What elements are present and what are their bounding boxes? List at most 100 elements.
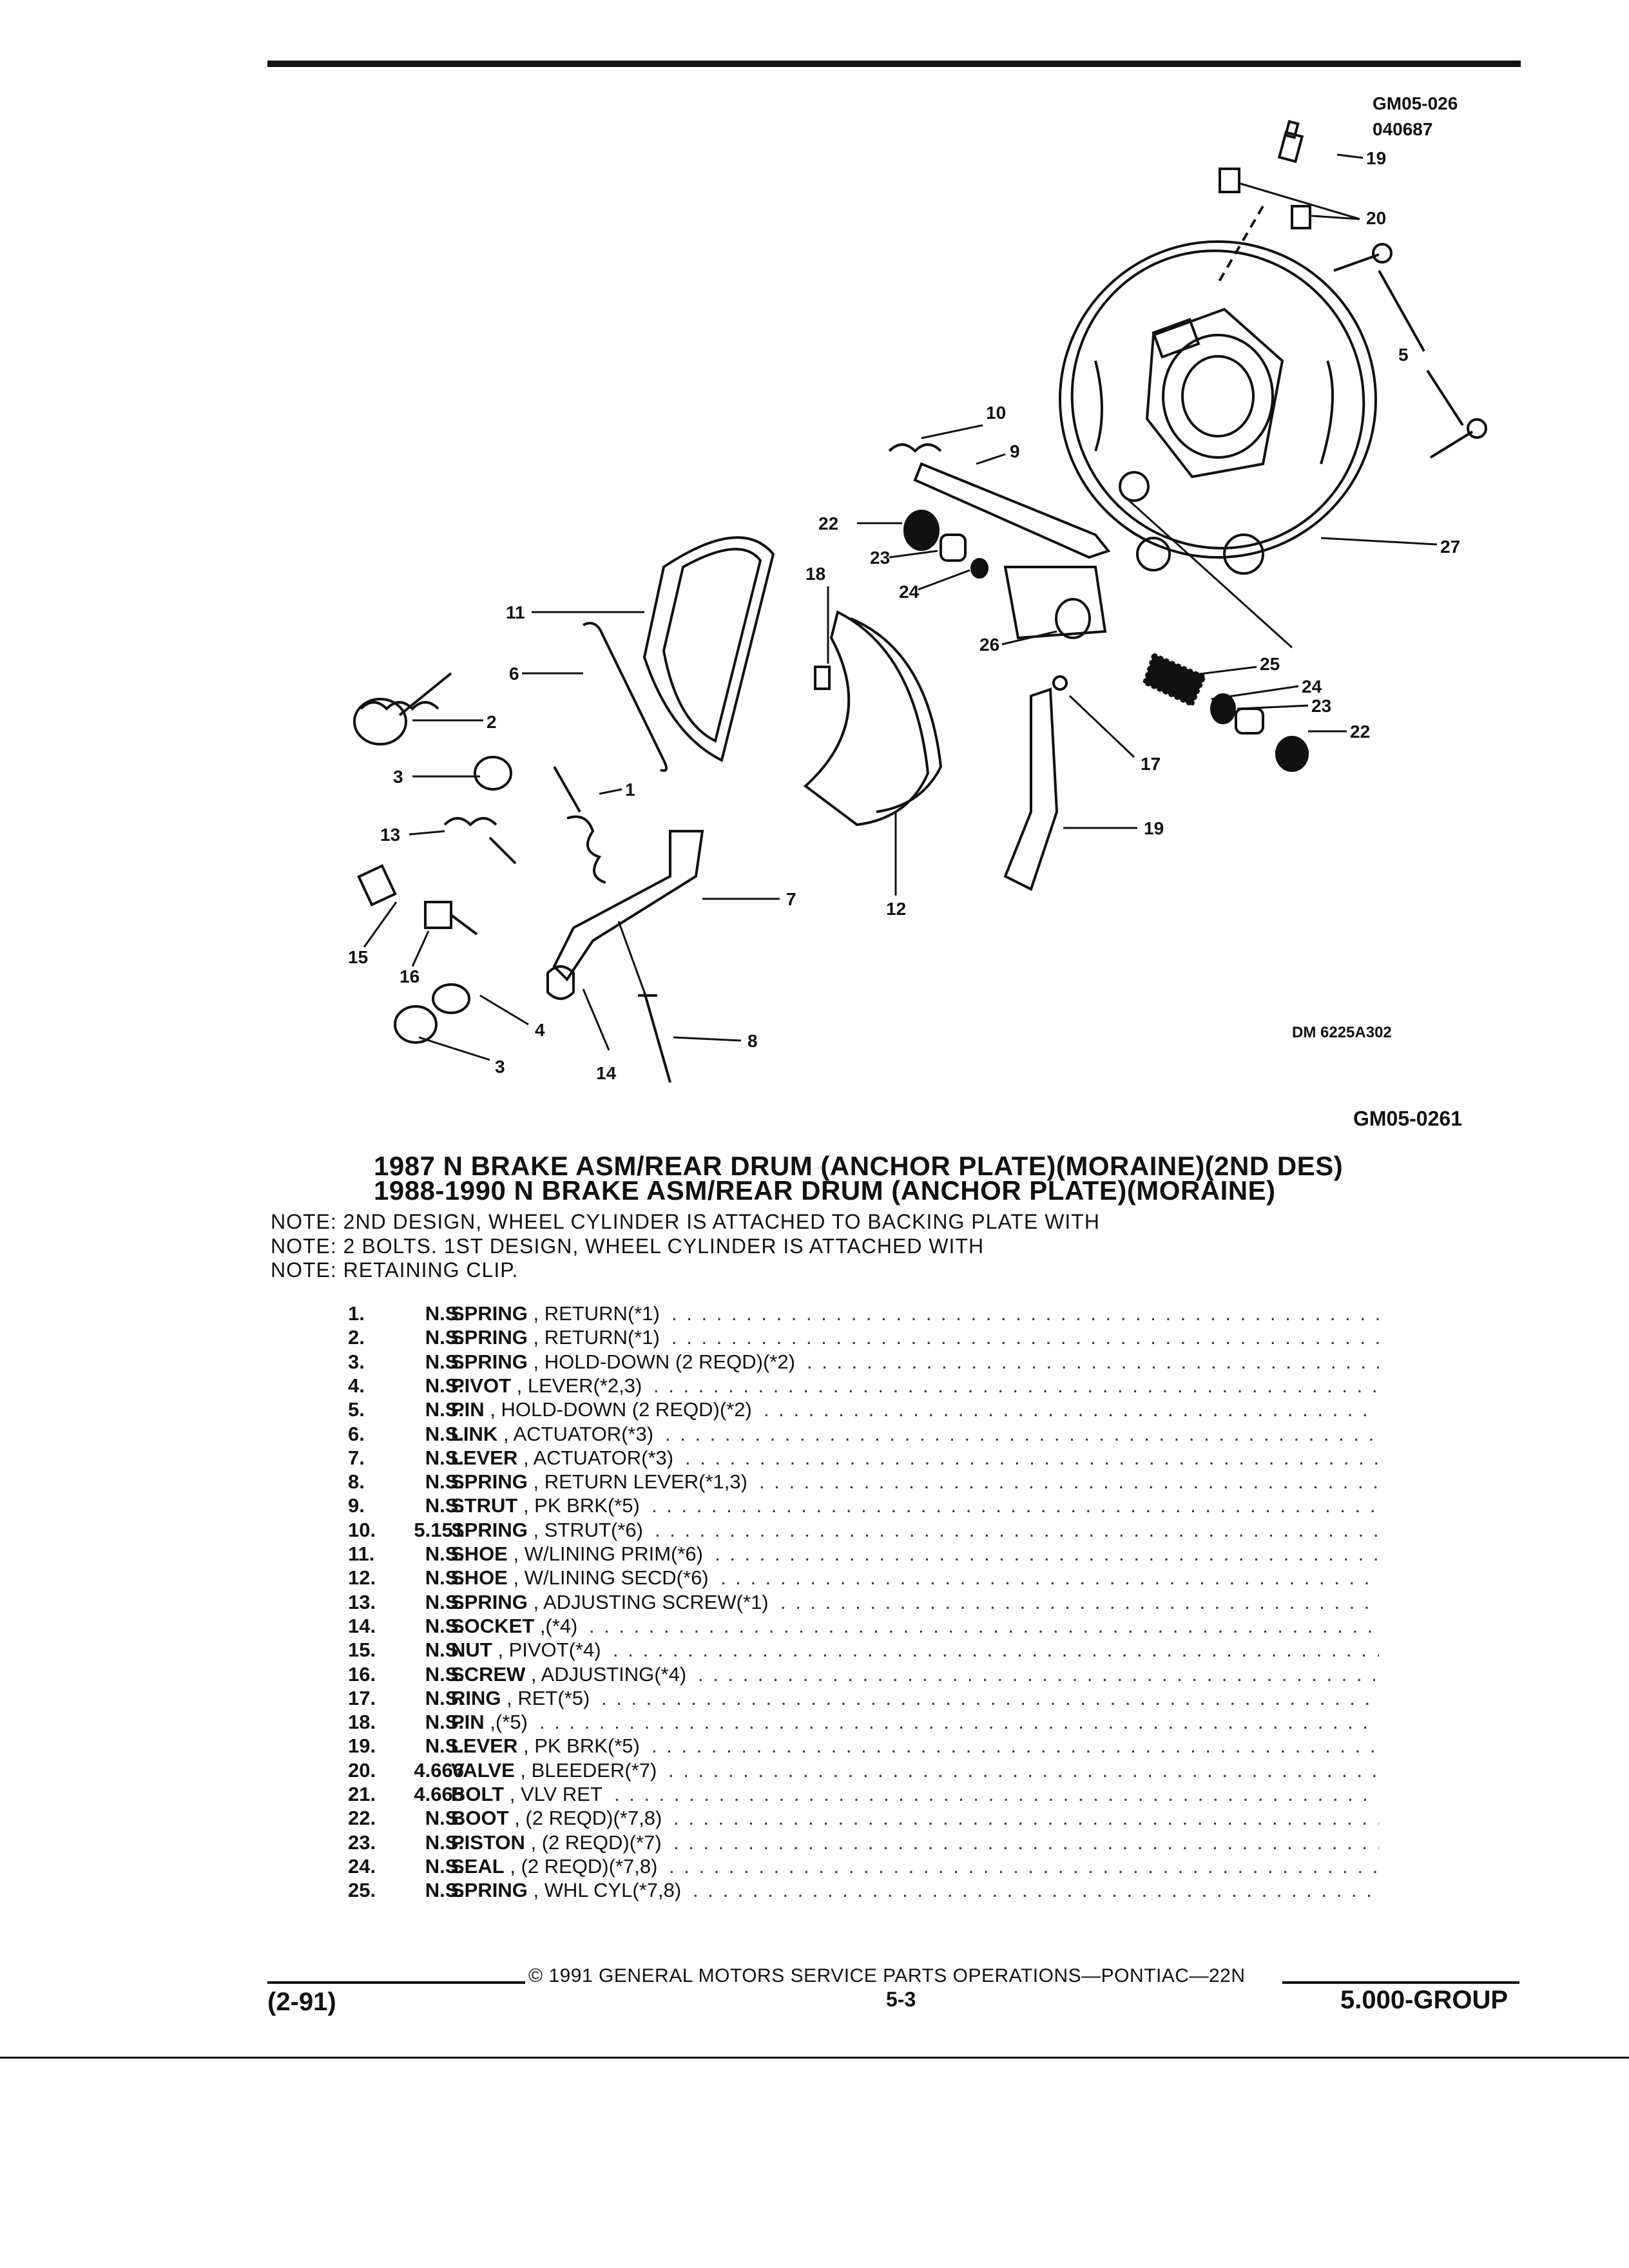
- part-description: , (2 REQD)(*7): [530, 1831, 662, 1854]
- part-code: N.S.: [425, 1686, 464, 1709]
- top-rule: [267, 61, 1521, 67]
- part-name-main: SPRING: [451, 1518, 528, 1541]
- dot-leader: . . . . . . . . . . . . . . . . . . . . …: [693, 1879, 1379, 1902]
- dot-leader: . . . . . . . . . . . . . . . . . . . . …: [655, 1518, 1379, 1541]
- callout-26: 26: [979, 635, 999, 655]
- part-name: PIN , HOLD-DOWN (2 REQD)(*2): [451, 1398, 752, 1421]
- callout-16: 16: [400, 966, 419, 986]
- parts-row: 12.N.S.SHOE , W/LINING SECD(*6). . . . .…: [0, 1566, 1629, 1590]
- part-name-main: RING: [451, 1686, 501, 1709]
- part-number: 25.: [348, 1879, 376, 1902]
- part-description: , RETURN(*1): [533, 1326, 660, 1349]
- adjusting-spring-part: [443, 817, 517, 865]
- dot-leader: . . . . . . . . . . . . . . . . . . . . …: [669, 1854, 1379, 1878]
- dot-leader: . . . . . . . . . . . . . . . . . . . . …: [698, 1662, 1379, 1686]
- parts-row: 24.N.S.SEAL , (2 REQD)(*7,8). . . . . . …: [0, 1854, 1629, 1878]
- hold-down-spring-part: [474, 756, 512, 791]
- dot-leader: . . . . . . . . . . . . . . . . . . . . …: [673, 1807, 1379, 1830]
- part-number: 24.: [348, 1854, 376, 1878]
- part-name-main: SHOE: [451, 1542, 508, 1565]
- part-description: , W/LINING PRIM(*6): [513, 1542, 703, 1565]
- part-name-main: LEVER: [451, 1446, 518, 1469]
- callout-23-left: 23: [870, 548, 890, 568]
- part-description: , RETURN LEVER(*1,3): [533, 1470, 747, 1494]
- backing-plate-part: [1059, 240, 1377, 575]
- part-name: BOOT , (2 REQD)(*7,8): [451, 1806, 662, 1830]
- note-line-3: NOTE: RETAINING CLIP.: [271, 1258, 519, 1282]
- pivot-nut-part: [357, 864, 397, 907]
- part-name: STRUT , PK BRK(*5): [451, 1494, 640, 1517]
- part-number: 6.: [348, 1422, 365, 1445]
- part-name: PIVOT , LEVER(*2,3): [451, 1374, 642, 1398]
- dot-leader: . . . . . . . . . . . . . . . . . . . . …: [671, 1302, 1379, 1325]
- part-number: 4.: [348, 1374, 365, 1397]
- part-description: , PIVOT(*4): [497, 1639, 601, 1662]
- part-description: , STRUT(*6): [533, 1518, 643, 1541]
- drawing-id: DM 6225A302: [1292, 1024, 1392, 1041]
- callout-24-right: 24: [1302, 677, 1322, 697]
- dot-leader: . . . . . . . . . . . . . . . . . . . . …: [614, 1783, 1379, 1805]
- part-code: N.S.: [425, 1470, 464, 1494]
- part-code: N.S.: [425, 1590, 464, 1613]
- part-name-main: VALVE: [451, 1758, 515, 1782]
- dot-leader: . . . . . . . . . . . . . . . . . . . . …: [651, 1494, 1379, 1517]
- part-name-main: LINK: [451, 1422, 498, 1445]
- footer-rule-right: [1282, 1981, 1519, 1984]
- return-spring-part: [360, 672, 452, 716]
- callout-22-right: 22: [1350, 722, 1370, 742]
- parts-row: 23.N.S.PISTON , (2 REQD)(*7). . . . . . …: [0, 1831, 1629, 1854]
- part-name-main: PIVOT: [451, 1374, 512, 1397]
- callout-18: 18: [805, 564, 825, 584]
- part-code: N.S.: [425, 1494, 464, 1517]
- part-number: 15.: [348, 1639, 376, 1662]
- part-code: N.S.: [425, 1326, 464, 1349]
- part-name-main: SOCKET: [451, 1614, 535, 1637]
- page-title-1: 1987 N BRAKE ASM/REAR DRUM (ANCHOR PLATE…: [374, 1151, 1344, 1181]
- parts-row: 19.N.S.LEVER , PK BRK(*5). . . . . . . .…: [0, 1734, 1629, 1758]
- part-number: 16.: [348, 1662, 376, 1686]
- part-name: SPRING , WHL CYL(*7,8): [451, 1878, 681, 1902]
- strut-part: [888, 443, 1111, 559]
- callout-14: 14: [596, 1063, 617, 1083]
- dot-leader: . . . . . . . . . . . . . . . . . . . . …: [668, 1758, 1379, 1782]
- footer-group: 5.000-GROUP: [1340, 1986, 1509, 2014]
- callout-21: 20: [1366, 208, 1386, 228]
- part-name-main: PIN: [451, 1711, 485, 1734]
- bleeder-valve-part: [1277, 120, 1304, 164]
- parts-row: 18.N.S.PIN ,(*5). . . . . . . . . . . . …: [0, 1710, 1629, 1734]
- part-number: 11.: [348, 1542, 375, 1565]
- part-number: 12.: [348, 1566, 376, 1590]
- part-name-main: NUT: [451, 1639, 492, 1662]
- actuator-lever-part: [552, 830, 704, 982]
- part-description: , ADJUSTING SCREW(*1): [533, 1590, 769, 1613]
- part-name: NUT , PIVOT(*4): [451, 1638, 601, 1662]
- actuator-link-part: [583, 622, 668, 772]
- exploded-brake-diagram: GM05-026 040687 DM 6225A302 19 20 5 10 9…: [348, 93, 1487, 1083]
- part-number: 7.: [348, 1446, 365, 1469]
- part-name-main: SPRING: [451, 1470, 528, 1494]
- dot-leader: . . . . . . . . . . . . . . . . . . . . …: [673, 1831, 1379, 1854]
- parts-row: 11.N.S.SHOE , W/LINING PRIM(*6). . . . .…: [0, 1542, 1629, 1566]
- callout-2: 2: [487, 712, 497, 732]
- part-name-main: STRUT: [451, 1494, 518, 1517]
- parts-row: 8.N.S.SPRING , RETURN LEVER(*1,3). . . .…: [0, 1470, 1629, 1494]
- parts-row: 1.N.S.SPRING , RETURN(*1). . . . . . . .…: [0, 1302, 1629, 1325]
- part-number: 2.: [348, 1326, 365, 1349]
- parts-row: 17.N.S.RING , RET(*5). . . . . . . . . .…: [0, 1686, 1629, 1710]
- part-name-main: BOLT: [451, 1783, 505, 1805]
- part-description: , HOLD-DOWN (2 REQD)(*2): [490, 1398, 752, 1421]
- note-line-2: NOTE: 2 BOLTS. 1ST DESIGN, WHEEL CYLINDE…: [271, 1235, 985, 1258]
- part-name: LEVER , ACTUATOR(*3): [451, 1446, 673, 1470]
- note-line-1: NOTE: 2ND DESIGN, WHEEL CYLINDER IS ATTA…: [271, 1210, 1100, 1233]
- part-code: N.S.: [425, 1662, 464, 1686]
- dot-leader: . . . . . . . . . . . . . . . . . . . . …: [685, 1446, 1379, 1469]
- part-code: N.S.: [425, 1422, 464, 1445]
- callout-24-left: 24: [899, 582, 920, 602]
- part-number: 5.: [348, 1398, 365, 1421]
- copyright-line: © 1991 GENERAL MOTORS SERVICE PARTS OPER…: [528, 1965, 1246, 1986]
- dot-leader: . . . . . . . . . . . . . . . . . . . . …: [653, 1374, 1379, 1397]
- bottom-rule: [0, 2057, 1629, 2059]
- callout-17: 17: [1141, 754, 1161, 774]
- callout-3-lower: 3: [495, 1057, 505, 1077]
